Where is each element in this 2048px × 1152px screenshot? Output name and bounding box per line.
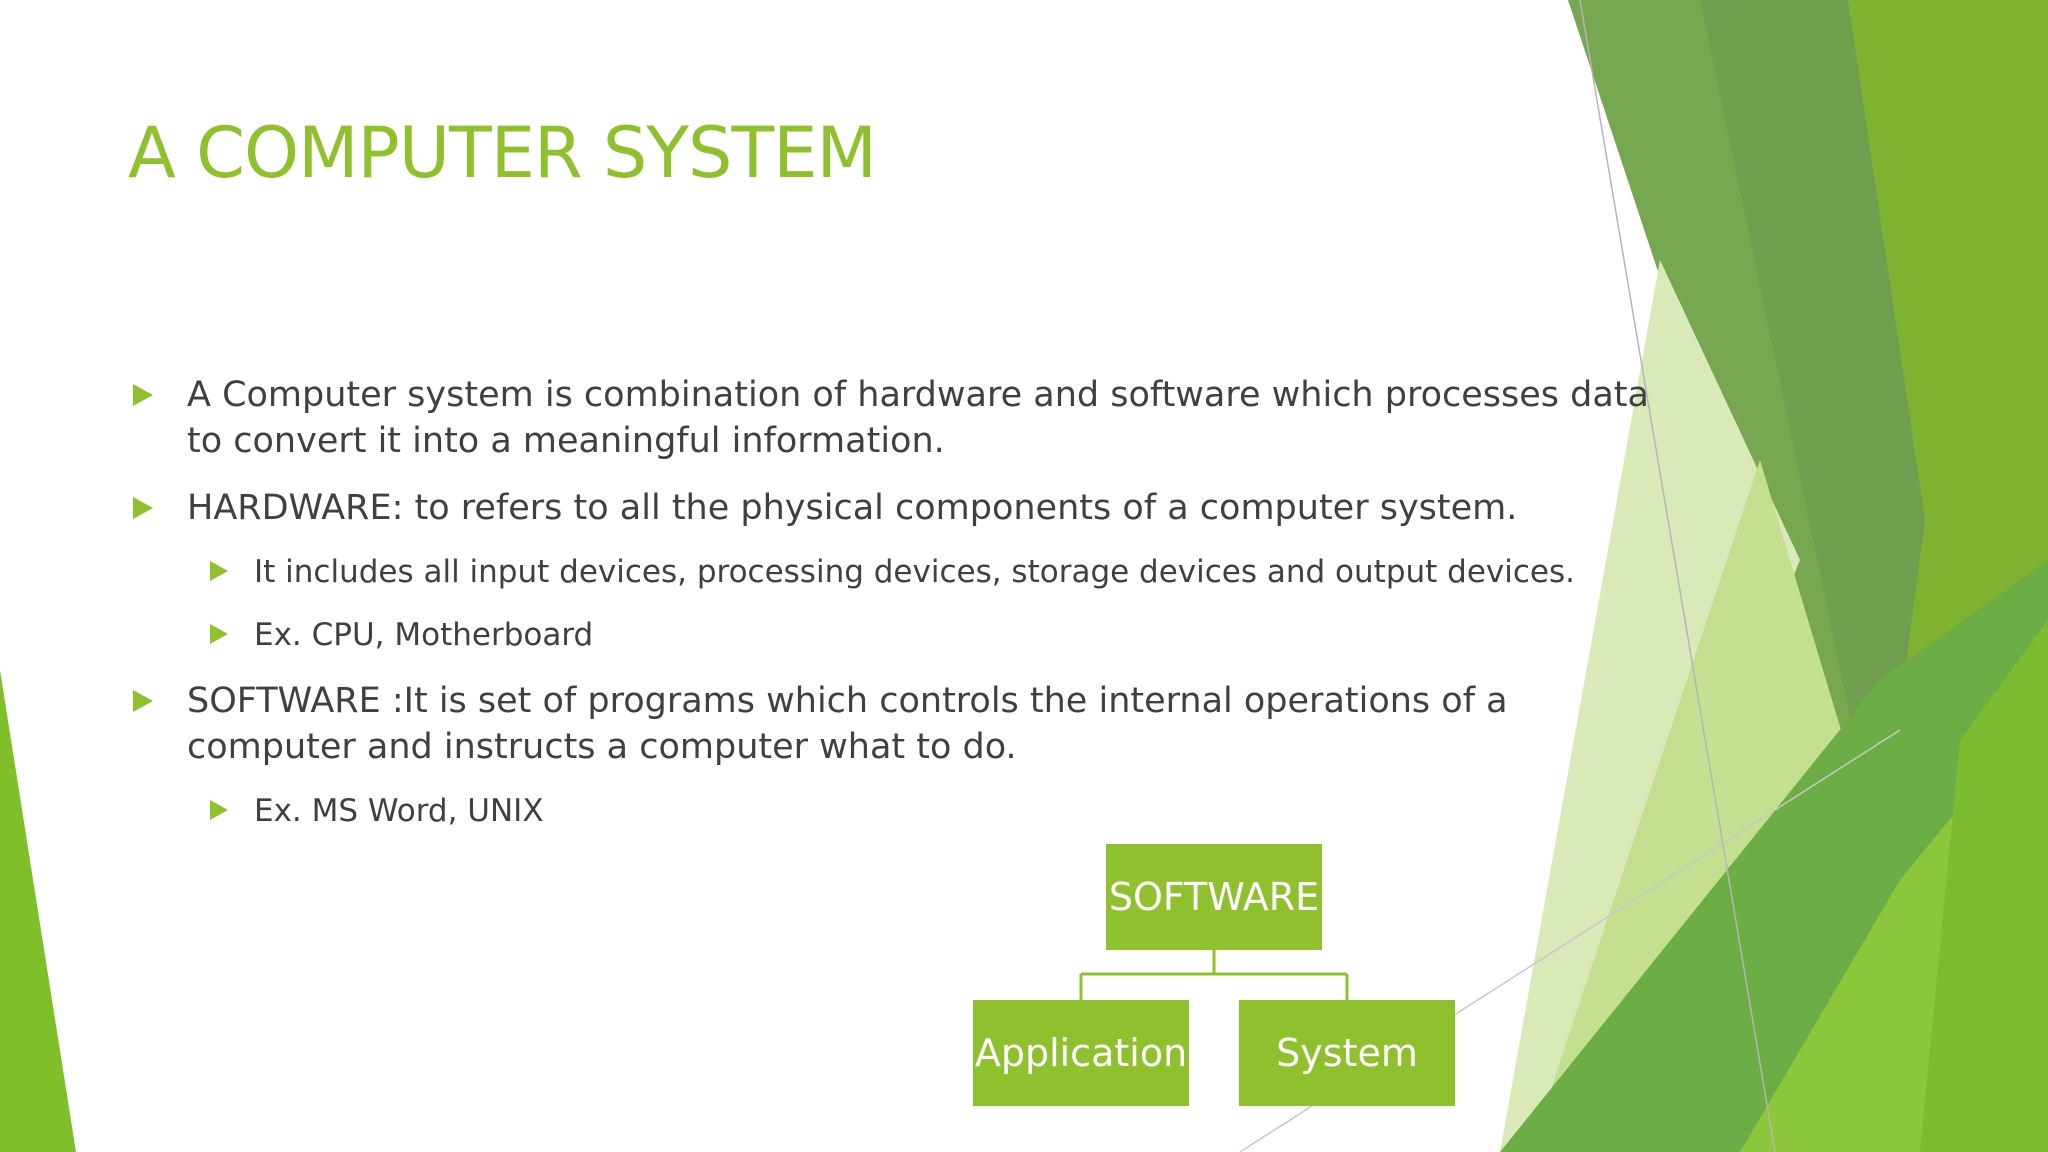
diagram-node-application: Application xyxy=(973,1000,1189,1106)
diagram-node-label: System xyxy=(1276,1031,1418,1075)
deco-light-green-2 xyxy=(1530,460,1880,1152)
sub-bullet-text: It includes all input devices, processin… xyxy=(254,554,1575,590)
sub-bullet-text: Ex. CPU, Motherboard xyxy=(254,617,594,653)
bullet-text-line: SOFTWARE :It is set of programs which co… xyxy=(187,681,1508,721)
bullet-arrow-icon xyxy=(133,384,153,406)
sub-bullet-arrow-icon xyxy=(210,624,228,644)
sub-bullet-software-example: Ex. MS Word, UNIX xyxy=(210,791,544,831)
diagram-node-software: SOFTWARE xyxy=(1106,844,1322,950)
diagram-node-label: SOFTWARE xyxy=(1108,875,1320,919)
sub-bullet-text: Ex. MS Word, UNIX xyxy=(254,793,544,829)
bullet-text-line: computer and instructs a computer what t… xyxy=(187,727,1017,767)
bullet-arrow-icon xyxy=(133,497,153,519)
sub-bullet-hardware-includes: It includes all input devices, processin… xyxy=(210,552,1575,592)
bullet-arrow-icon xyxy=(133,690,153,712)
diagram-node-system: System xyxy=(1239,1000,1455,1106)
bullet-computer-system: A Computer system is combination of hard… xyxy=(133,372,1649,464)
slide-title: A COMPUTER SYSTEM xyxy=(128,112,877,194)
deco-left-green xyxy=(0,670,76,1152)
deco-bright-green-right xyxy=(1920,620,2048,1152)
deco-thin-line-1 xyxy=(1579,0,1776,1152)
bullet-text-line: to convert it into a meaningful informat… xyxy=(187,421,945,461)
bullet-software: SOFTWARE :It is set of programs which co… xyxy=(133,678,1508,770)
bullet-text-line: HARDWARE: to refers to all the physical … xyxy=(187,488,1518,528)
deco-light-green-1 xyxy=(1500,260,1800,1152)
diagram-node-label: Application xyxy=(974,1031,1188,1075)
sub-bullet-hardware-example: Ex. CPU, Motherboard xyxy=(210,615,594,655)
sub-bullet-arrow-icon xyxy=(210,561,228,581)
sub-bullet-arrow-icon xyxy=(210,800,228,820)
bullet-text-line: A Computer system is combination of hard… xyxy=(187,375,1649,415)
bullet-hardware: HARDWARE: to refers to all the physical … xyxy=(133,485,1518,531)
